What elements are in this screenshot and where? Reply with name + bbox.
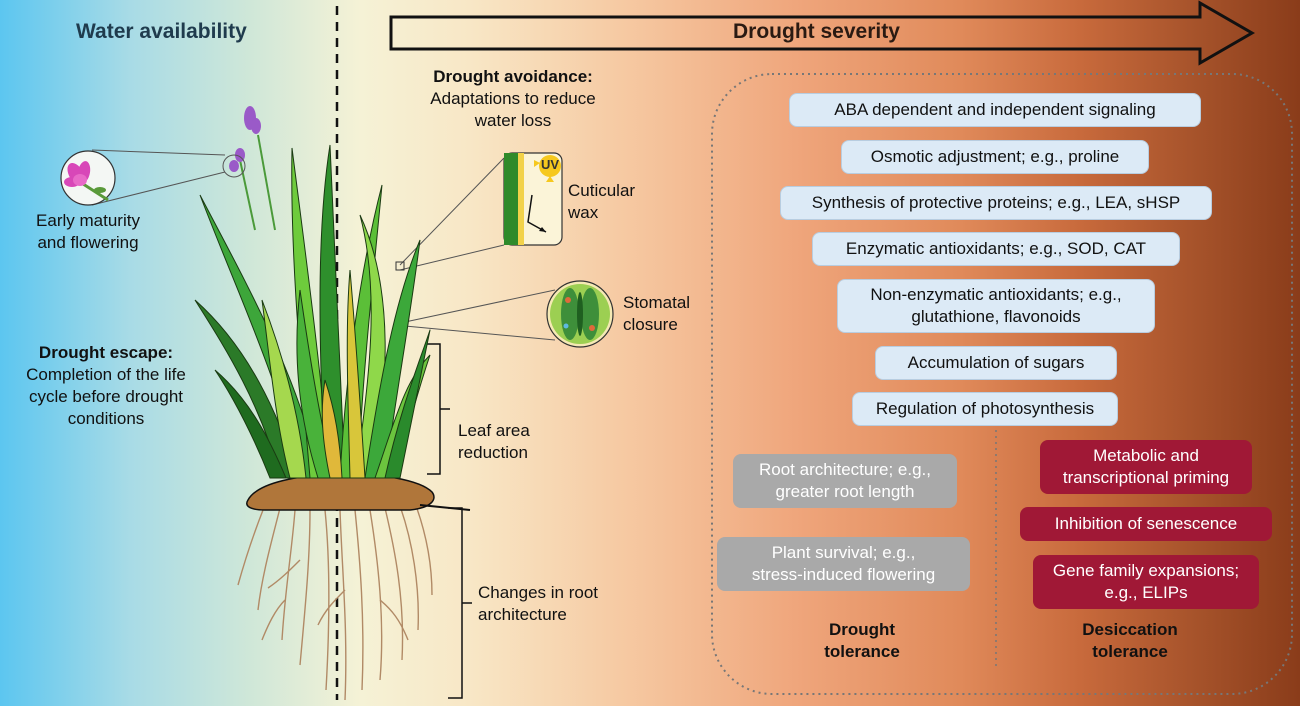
drought-avoidance-text: Drought avoidance: Adaptations to reduce…: [408, 66, 618, 132]
cuticular-wax-label: Cuticular wax: [568, 181, 636, 222]
shared-mechanism-box: Regulation of photosynthesis: [852, 392, 1118, 426]
shared-mechanism-box: Synthesis of protective proteins; e.g., …: [780, 186, 1212, 220]
uv-label: UV: [541, 157, 560, 172]
drought-tolerance-title: Drought tolerance: [824, 620, 900, 661]
stomata-inset: [546, 280, 614, 348]
shared-mechanism-box: Osmotic adjustment; e.g., proline: [841, 140, 1149, 174]
root-architecture-label: Changes in root architecture: [478, 583, 599, 624]
drought-escape-title: Drought escape:: [38, 343, 174, 362]
water-availability-label: Water availability: [76, 20, 247, 43]
drought-avoidance-title: Drought avoidance:: [433, 67, 593, 86]
plant-flowers: [222, 106, 276, 231]
desiccation-mechanism-box: Inhibition of senescence: [1020, 507, 1272, 541]
shared-mechanism-box: ABA dependent and independent signaling: [789, 93, 1201, 127]
leaf-area-label: Leaf area reduction: [458, 421, 530, 462]
drought-mechanism-box: Plant survival; e.g., stress-induced flo…: [717, 537, 970, 591]
roots: [237, 502, 433, 701]
early-maturity-label: Early maturity and flowering: [36, 211, 140, 252]
soil-mound: [246, 473, 435, 511]
drought-severity-label: Drought severity: [733, 20, 900, 43]
desiccation-mechanism-box: Gene family expansions; e.g., ELIPs: [1033, 555, 1259, 609]
drought-mechanism-box: Root architecture; e.g., greater root le…: [733, 454, 957, 508]
shared-mechanism-box: Accumulation of sugars: [875, 346, 1117, 380]
stomatal-closure-label: Stomatal closure: [623, 293, 691, 334]
shared-mechanism-box: Non-enzymatic antioxidants; e.g., glutat…: [837, 279, 1155, 333]
cuticular-wax-inset: [503, 152, 563, 246]
shared-mechanism-box: Enzymatic antioxidants; e.g., SOD, CAT: [812, 232, 1180, 266]
severity-arrow: [389, 0, 1256, 66]
desiccation-mechanism-box: Metabolic and transcriptional priming: [1040, 440, 1252, 494]
drought-escape-text: Drought escape: Completion of the life c…: [6, 342, 206, 430]
flower-inset: [60, 150, 116, 206]
desiccation-tolerance-title: Desiccation tolerance: [1082, 620, 1178, 661]
tolerance-container: [711, 73, 1293, 695]
plant-leaves: [194, 144, 431, 479]
